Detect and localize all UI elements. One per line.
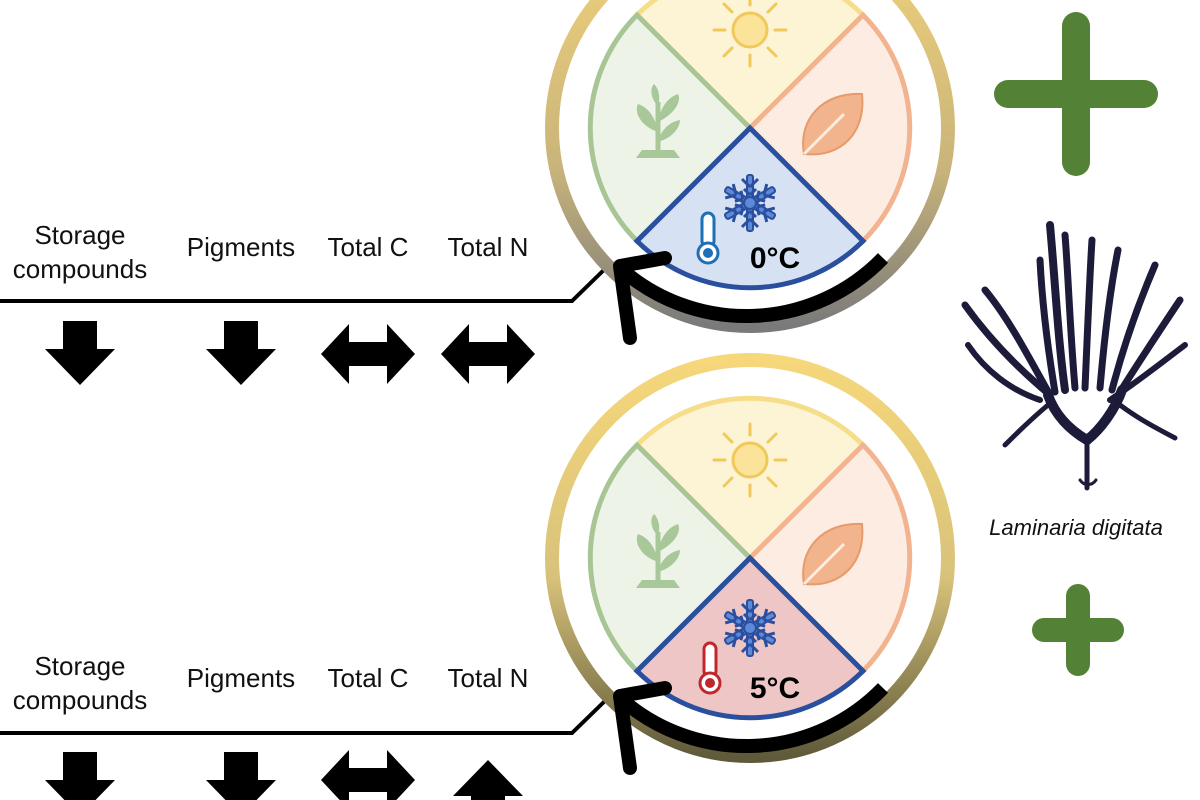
panel-5c: Storage compounds Pigments Total C Total… xyxy=(0,353,1124,800)
left-right-arrow-total-c xyxy=(321,750,415,800)
label-total-n: Total N xyxy=(448,232,529,262)
label-total-n: Total N xyxy=(448,663,529,693)
label-total-c: Total C xyxy=(328,232,409,262)
label-storage-line1: Storage xyxy=(34,651,125,681)
temperature-label: 0°C xyxy=(750,242,800,275)
left-right-arrow-total-n xyxy=(441,324,535,384)
quadrant-wheel: 0°C xyxy=(545,0,955,345)
left-right-arrow-total-c xyxy=(321,324,415,384)
down-arrow-storage xyxy=(45,752,115,800)
cycle-arc xyxy=(615,683,889,754)
temperature-label: 5°C xyxy=(750,672,800,705)
species-name: Laminaria digitata xyxy=(989,515,1163,540)
label-storage-line2: compounds xyxy=(13,254,147,284)
thermometer-icon xyxy=(696,211,720,265)
down-arrow-pigments xyxy=(206,321,276,385)
connector-line xyxy=(0,694,612,735)
connector-line xyxy=(0,262,612,303)
outer-ring xyxy=(545,353,955,763)
down-arrow-pigments xyxy=(206,752,276,800)
label-storage-line2: compounds xyxy=(13,685,147,715)
quadrant-wheel: 5°C xyxy=(545,353,955,775)
up-arrow-total-n xyxy=(453,760,523,800)
plus-icon-small xyxy=(1032,584,1124,676)
label-total-c: Total C xyxy=(328,663,409,693)
down-arrow-storage xyxy=(45,321,115,385)
thermometer-icon xyxy=(698,641,722,695)
label-pigments: Pigments xyxy=(187,663,295,693)
cycle-arrowhead xyxy=(613,681,672,775)
sun-icon xyxy=(712,422,788,498)
kelp-illustration xyxy=(961,221,1188,491)
cycle-arc xyxy=(615,253,889,324)
label-pigments: Pigments xyxy=(187,232,295,262)
outer-ring xyxy=(545,0,955,333)
panel-0c: Storage compounds Pigments Total C Total… xyxy=(0,0,1158,385)
plus-icon-large xyxy=(994,12,1158,176)
cycle-arrowhead xyxy=(613,251,672,345)
label-storage-line1: Storage xyxy=(34,220,125,250)
